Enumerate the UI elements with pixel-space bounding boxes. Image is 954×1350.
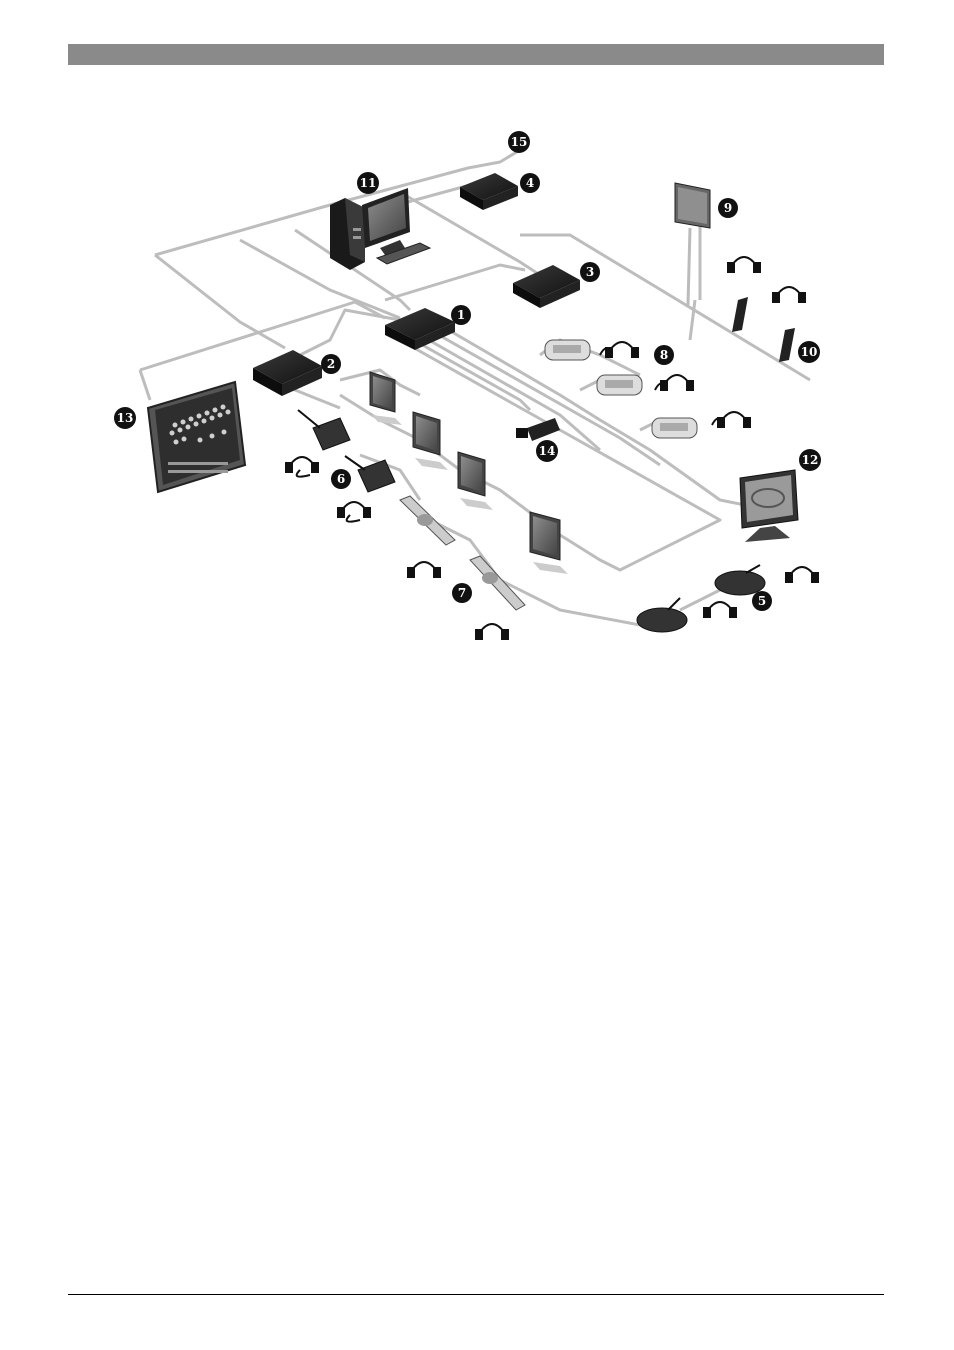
svg-text:4: 4 [526,176,534,190]
svg-text:10: 10 [801,345,818,359]
svg-text:5: 5 [758,594,766,608]
callout-4: 4 [520,173,540,193]
callout-9: 9 [718,198,738,218]
svg-text:12: 12 [802,453,819,467]
callout-15: 15 [508,131,530,153]
svg-text:1: 1 [457,308,465,322]
headset-icon [704,602,736,617]
callout-2: 2 [321,354,341,374]
headset-icon [476,624,508,639]
headset-icon [286,457,318,472]
svg-text:15: 15 [511,135,528,149]
system-overview-diagram: 1 2 3 4 5 6 7 8 9 10 11 12 13 14 15 [0,120,954,680]
svg-text:14: 14 [539,444,556,458]
svg-text:3: 3 [586,265,594,279]
hall-display [148,382,245,492]
callout-5: 5 [752,591,772,611]
monitor-display [740,470,798,542]
callout-10: 10 [798,341,820,363]
cable [155,255,285,348]
cable [405,195,540,275]
svg-text:11: 11 [360,176,377,190]
callout-7: 7 [452,583,472,603]
callout-11: 11 [357,172,379,194]
page-header-bar [68,44,884,65]
callout-13: 13 [114,407,136,429]
camera [516,418,560,441]
page-footer-rule [68,1294,884,1295]
callout-14: 14 [536,440,558,462]
headset-icon [408,562,440,577]
callout-6: 6 [331,469,351,489]
headset-icon [786,567,818,582]
cable [240,240,400,318]
cable [385,265,525,300]
svg-text:6: 6 [337,472,345,486]
central-unit-1 [385,308,455,350]
callout-12: 12 [799,449,821,471]
callout-3: 3 [580,262,600,282]
headset-icon [773,287,805,302]
headset-icon [718,412,750,427]
unit-4 [460,173,518,210]
svg-text:7: 7 [458,586,466,600]
cable [140,370,150,400]
svg-text:8: 8 [660,348,668,362]
headset-icon [661,375,693,390]
callout-8: 8 [654,345,674,365]
headset-icon [728,257,760,272]
svg-text:2: 2 [327,357,335,371]
cable [410,338,530,410]
unit-3 [513,265,580,308]
headset-icon [338,502,370,517]
svg-text:13: 13 [117,411,134,425]
svg-text:9: 9 [724,201,732,215]
wall-panel [675,183,710,305]
headset-icon [606,342,638,357]
extension-unit-2 [253,350,322,396]
callout-1: 1 [451,305,471,325]
cable [690,300,695,340]
